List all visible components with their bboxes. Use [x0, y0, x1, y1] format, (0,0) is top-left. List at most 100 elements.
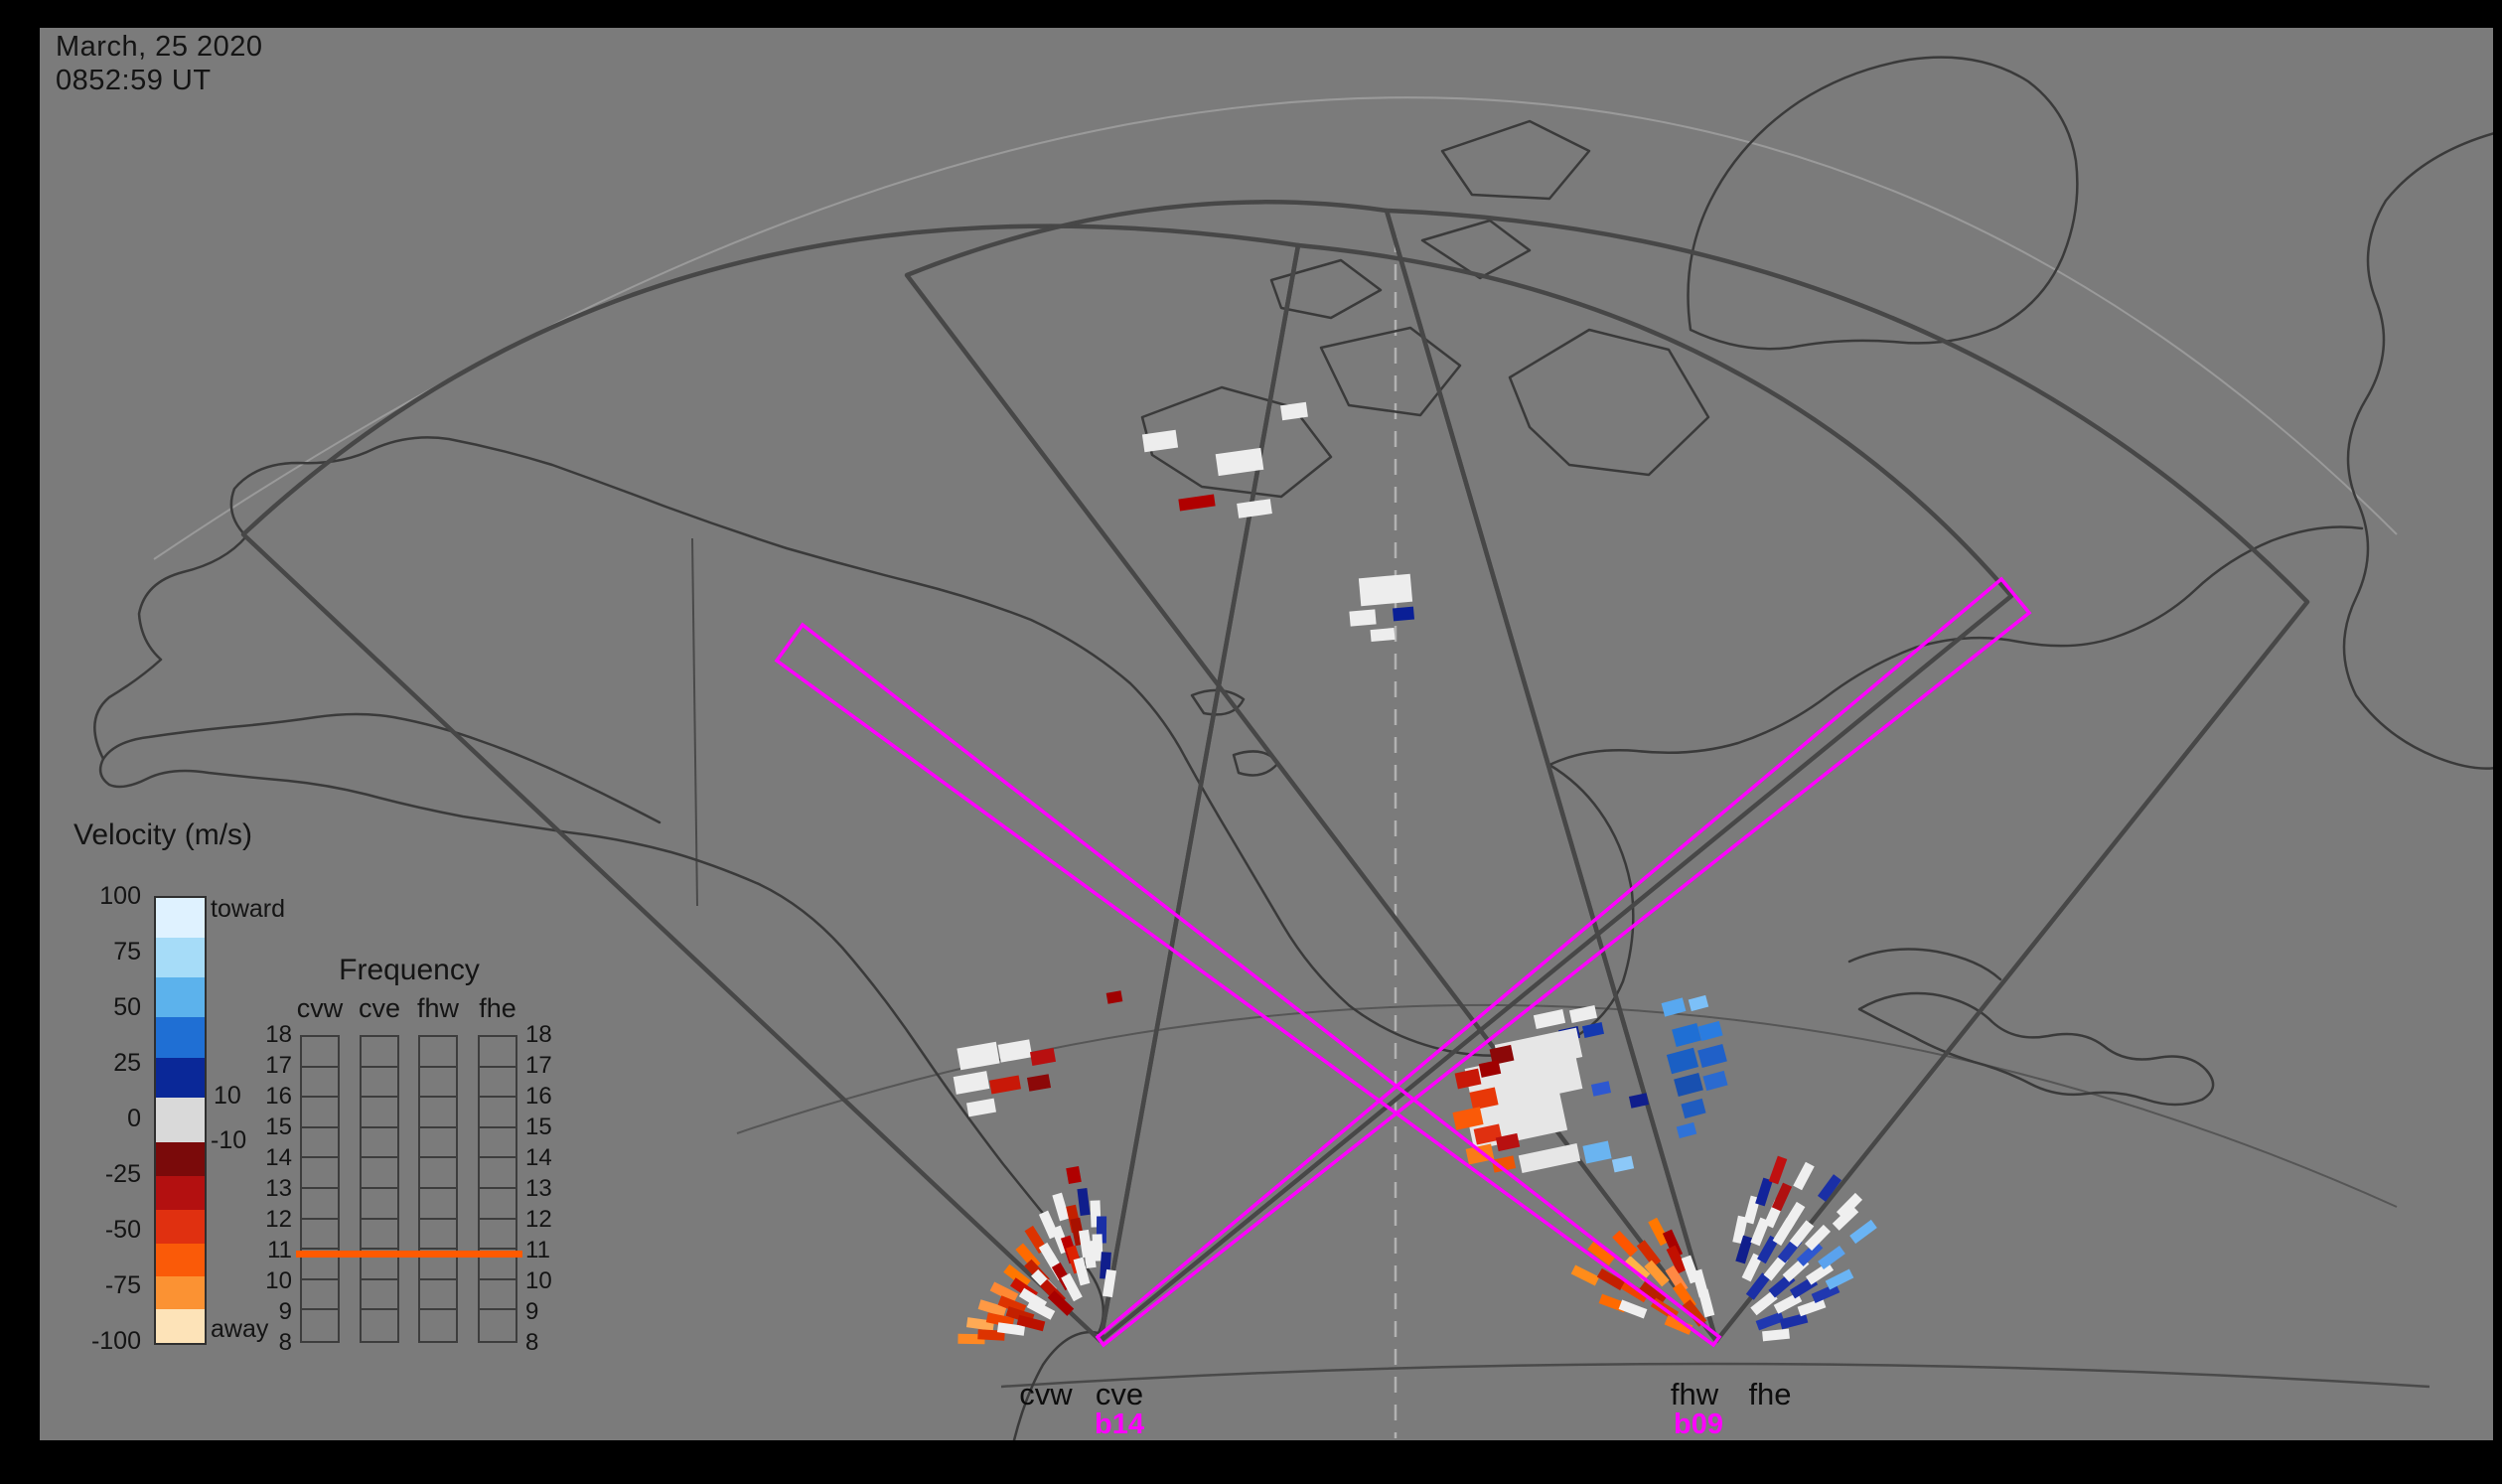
frequency-cell: [302, 1280, 338, 1311]
velocity-cell: [1052, 1192, 1070, 1222]
coast-east-landmass: [2342, 132, 2493, 770]
frequency-cell: [480, 1037, 515, 1068]
velocity-cell: [1779, 1312, 1809, 1330]
velocity-cell: [1452, 1107, 1484, 1130]
frequency-cell: [362, 1098, 397, 1128]
frequency-tick-label: 15: [525, 1113, 552, 1140]
velocity-cell: [1178, 494, 1216, 512]
velocity-cell: [1092, 1234, 1104, 1261]
frequency-tick-label: 17: [525, 1052, 552, 1079]
frequency-cell: [362, 1158, 397, 1189]
frequency-cell: [420, 1250, 456, 1280]
velocity-cell: [1762, 1328, 1790, 1342]
frequency-tick-label: 16: [525, 1083, 552, 1110]
coast-greenland: [1687, 56, 2079, 351]
frequency-cell: [420, 1220, 456, 1251]
velocity-cell: [1676, 1121, 1697, 1139]
velocity-tick-label: -50: [104, 1216, 141, 1244]
velocity-cell: [957, 1041, 1000, 1071]
velocity-cell: [1349, 609, 1377, 627]
velocity-cell: [1763, 1254, 1789, 1281]
frequency-cell: [362, 1068, 397, 1099]
velocity-cell: [1797, 1297, 1827, 1317]
frequency-cell: [480, 1068, 515, 1099]
colorbar-segment: [156, 938, 205, 977]
velocity-cell: [1804, 1224, 1832, 1252]
velocity-cell: [1666, 1245, 1688, 1274]
frequency-tick-label: 10: [525, 1267, 552, 1294]
frequency-tick-label: 11: [525, 1237, 550, 1263]
frequency-cell: [362, 1037, 397, 1068]
colorbar-segment: [156, 1276, 205, 1309]
velocity-cell: [1596, 1267, 1626, 1291]
frequency-tick-label: 13: [265, 1175, 292, 1202]
velocity-cell: [953, 1071, 990, 1095]
velocity-cell: [1755, 1311, 1785, 1331]
velocity-cell: [1697, 1288, 1715, 1318]
velocity-cell: [1648, 1217, 1670, 1247]
velocity-cell: [1661, 997, 1687, 1017]
velocity-cell: [1102, 1268, 1117, 1298]
inner-pos-tick: 10: [214, 1082, 241, 1110]
fov-fhe: [1384, 208, 2310, 1344]
frequency-cell: [302, 1128, 338, 1159]
velocity-cell: [1818, 1246, 1845, 1269]
frequency-cell: [420, 1068, 456, 1099]
frequency-title: Frequency: [339, 954, 480, 986]
velocity-cell: [1750, 1217, 1770, 1247]
velocity-cell: [1454, 1068, 1482, 1090]
frequency-cell: [420, 1310, 456, 1341]
velocity-cell: [1836, 1192, 1863, 1220]
frequency-cell: [362, 1220, 397, 1251]
velocity-cell: [1237, 499, 1272, 519]
frequency-cell: [480, 1250, 515, 1280]
velocity-cell: [1639, 1280, 1667, 1306]
velocity-cell: [1495, 1132, 1521, 1152]
frequency-cell: [420, 1158, 456, 1189]
beam-label-b14: b14: [1095, 1409, 1144, 1440]
colorbar-segment: [156, 1058, 205, 1098]
beam-label-b09: b09: [1674, 1409, 1723, 1440]
frequency-cell: [420, 1098, 456, 1128]
velocity-cell: [1702, 1070, 1728, 1092]
velocity-cell: [1672, 1022, 1701, 1048]
velocity-cell: [1805, 1261, 1835, 1285]
site-label-fhw: fhw: [1670, 1377, 1719, 1411]
velocity-cell: [1026, 1074, 1052, 1092]
velocity-tick-label: -75: [104, 1271, 141, 1299]
frequency-tick-label: 16: [265, 1083, 292, 1110]
velocity-cell: [1491, 1155, 1517, 1173]
away-label: away: [211, 1315, 269, 1343]
colorbar-segment: [156, 1098, 205, 1142]
velocity-cell: [1697, 1020, 1723, 1042]
velocity-cell: [1215, 447, 1264, 477]
colorbar-segment: [156, 1309, 205, 1343]
frequency-cell: [480, 1280, 515, 1311]
frequency-tick-label: 18: [525, 1021, 552, 1048]
time-text: 0852:59 UT: [56, 65, 212, 96]
velocity-cell: [1757, 1235, 1779, 1264]
frequency-cell: [420, 1128, 456, 1159]
frequency-cell: [302, 1310, 338, 1341]
frequency-cell: [302, 1068, 338, 1099]
frequency-cell: [420, 1189, 456, 1220]
coast-great-lakes: [1857, 991, 2215, 1107]
velocity-cell: [1623, 1256, 1651, 1281]
frequency-column-header-cvw: cvw: [296, 993, 344, 1023]
velocity-tick-label: 0: [127, 1105, 141, 1132]
velocity-cell: [1735, 1235, 1753, 1264]
velocity-cell: [1688, 994, 1709, 1012]
colorbar-segment: [156, 1142, 205, 1176]
velocity-cell: [1674, 1072, 1703, 1098]
frequency-tick-label: 11: [267, 1237, 292, 1263]
velocity-cell: [1469, 1087, 1499, 1111]
frequency-cell: [480, 1128, 515, 1159]
date-text: March, 25 2020: [56, 31, 263, 63]
velocity-tick-label: 50: [113, 993, 141, 1021]
velocity-cell: [1793, 1161, 1815, 1191]
velocity-cell: [1768, 1155, 1788, 1185]
colorbar-segment: [156, 1244, 205, 1276]
frequency-column-header-fhw: fhw: [416, 993, 460, 1023]
